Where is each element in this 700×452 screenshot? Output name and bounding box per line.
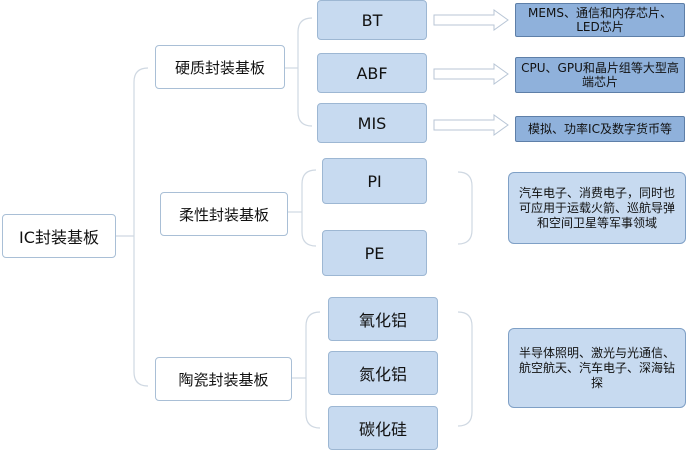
- ceramic-right-bracket: [457, 311, 473, 427]
- leaf-pi: PI: [322, 158, 427, 204]
- flex-right-bracket: [457, 171, 473, 245]
- flex-bracket: [301, 169, 317, 247]
- category-label: 陶瓷封装基板: [178, 370, 269, 389]
- leaf-aluminum-nitride: 氮化铝: [328, 351, 438, 395]
- leaf-label: ABF: [356, 63, 388, 83]
- category-hard-substrate: 硬质封装基板: [155, 45, 285, 89]
- leaf-label: PI: [367, 171, 382, 191]
- category-label: 柔性封装基板: [178, 205, 269, 224]
- category-ceramic-substrate: 陶瓷封装基板: [155, 357, 292, 401]
- category-label: 硬质封装基板: [174, 58, 265, 77]
- application-abf: CPU、GPU和晶片组等大型高端芯片: [515, 57, 685, 93]
- leaf-label: BT: [361, 10, 383, 30]
- note-text: 汽车电子、消费电子，同时也可应用于运载火箭、巡航导弹和空间卫星等军事领域: [518, 185, 675, 230]
- leaf-label: PE: [364, 243, 385, 263]
- ceramic-bracket: [305, 311, 321, 429]
- leaf-alumina: 氧化铝: [328, 297, 438, 341]
- arrow-bt: [433, 9, 509, 31]
- application-label: CPU、GPU和晶片组等大型高端芯片: [521, 61, 679, 89]
- leaf-label: 氮化铝: [358, 365, 407, 384]
- note-flexible-applications: 汽车电子、消费电子，同时也可应用于运载火箭、巡航导弹和空间卫星等军事领域: [508, 172, 686, 244]
- note-ceramic-applications: 半导体照明、激光与光通信、航空航天、汽车电子、深海钻探: [508, 328, 686, 408]
- leaf-silicon-carbide: 碳化硅: [328, 406, 438, 450]
- application-mis: 模拟、功率IC及数字货币等: [515, 116, 685, 142]
- arrow-mis: [433, 114, 509, 136]
- root-bracket: [133, 67, 149, 387]
- hard-bracket: [297, 17, 313, 127]
- leaf-mis: MIS: [317, 103, 427, 143]
- application-label: MEMS、通信和内存芯片、LED芯片: [528, 6, 672, 34]
- leaf-label: 氧化铝: [358, 311, 407, 330]
- arrow-abf: [433, 63, 509, 85]
- leaf-label: MIS: [357, 113, 387, 133]
- application-bt: MEMS、通信和内存芯片、LED芯片: [515, 3, 685, 37]
- leaf-pe: PE: [322, 230, 427, 276]
- leaf-label: 碳化硅: [358, 420, 407, 439]
- root-label: IC封装基板: [19, 228, 99, 247]
- application-label: 模拟、功率IC及数字货币等: [528, 122, 672, 136]
- leaf-abf: ABF: [317, 53, 427, 93]
- category-flexible-substrate: 柔性封装基板: [160, 192, 288, 236]
- leaf-bt: BT: [317, 0, 427, 40]
- root-node: IC封装基板: [2, 214, 116, 258]
- note-text: 半导体照明、激光与光通信、航空航天、汽车电子、深海钻探: [518, 345, 675, 390]
